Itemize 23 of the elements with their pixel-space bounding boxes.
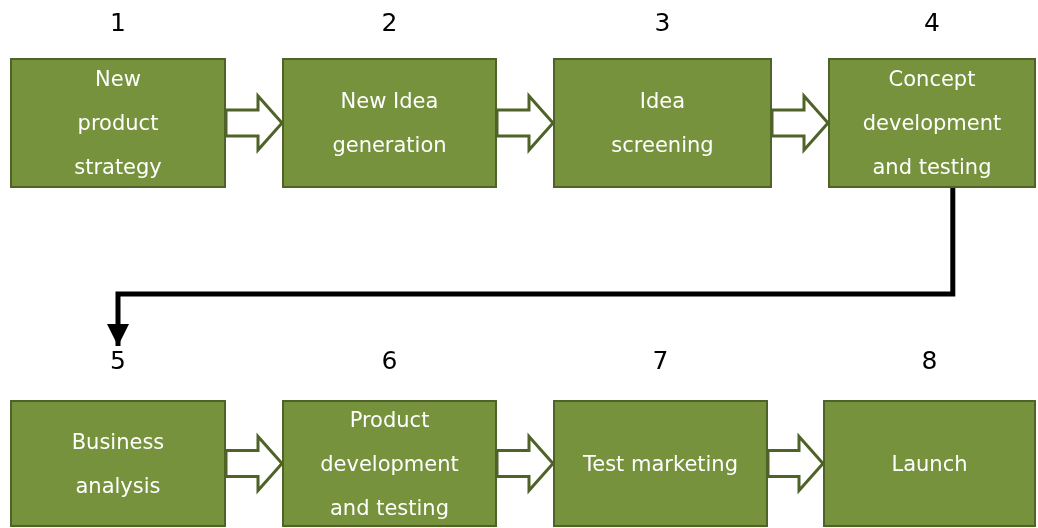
step-number: 7 xyxy=(652,346,669,376)
step-number: 3 xyxy=(654,8,671,38)
step-label: Business analysis xyxy=(70,428,166,500)
block-arrow xyxy=(495,92,555,154)
step-number: 1 xyxy=(110,8,126,38)
block-arrow xyxy=(224,432,284,495)
step-label: Product development and testing xyxy=(319,406,460,522)
step-label: Idea screening xyxy=(610,88,715,159)
block-arrow xyxy=(495,432,555,495)
step-number: 5 xyxy=(110,346,126,376)
step-number: 8 xyxy=(921,346,938,376)
block-arrow xyxy=(224,92,284,154)
step-label: New product strategy xyxy=(73,66,163,181)
block-arrow xyxy=(770,92,830,154)
step-label: Launch xyxy=(890,450,969,478)
block-arrow xyxy=(766,432,825,495)
step-number: 2 xyxy=(381,8,398,38)
step-number: 6 xyxy=(381,346,398,376)
step-label: Concept development and testing xyxy=(861,66,1003,181)
step-label: Test marketing xyxy=(582,450,739,478)
step-number: 4 xyxy=(924,8,940,38)
step-label: New Idea generation xyxy=(331,88,448,159)
connector-arrow xyxy=(106,188,956,346)
